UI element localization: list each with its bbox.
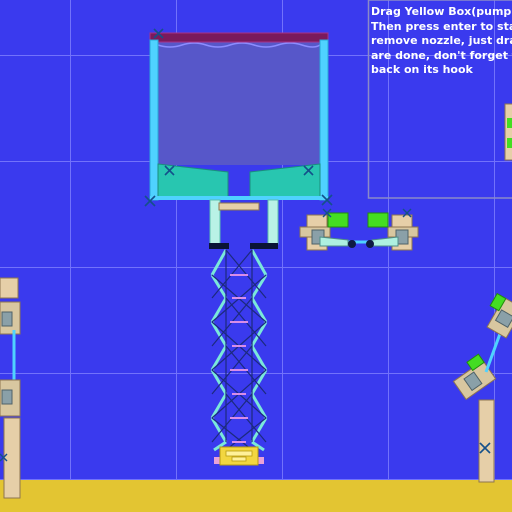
instruction-panel (367, 0, 512, 199)
tank-lid[interactable] (149, 32, 329, 43)
ground (0, 480, 512, 512)
right-robot-arm[interactable] (449, 292, 512, 483)
tank-bottom-rim (150, 196, 328, 200)
water-tank[interactable] (144, 28, 333, 207)
instruction-line: are done, don't forget t (371, 48, 512, 62)
yellow-pump-box[interactable] (214, 446, 264, 466)
right-edge-parts (504, 103, 512, 161)
left-robot-arm[interactable] (0, 277, 21, 499)
tank-water-surface (157, 42, 321, 48)
instruction-line: Then press enter to sta (371, 19, 512, 33)
tank-left-wall (149, 39, 159, 201)
joint-icon (144, 28, 333, 207)
instruction-line: back on its hook (371, 63, 473, 76)
tank-water (158, 40, 320, 165)
nozzle-hook[interactable] (299, 208, 419, 251)
instruction-line: Drag Yellow Box(pump (371, 5, 512, 18)
instruction-line: remove nozzle, just dra (371, 34, 512, 47)
tank-right-wall (319, 39, 329, 201)
tank-outlet (209, 199, 279, 249)
scissor-lattice[interactable] (210, 249, 268, 452)
